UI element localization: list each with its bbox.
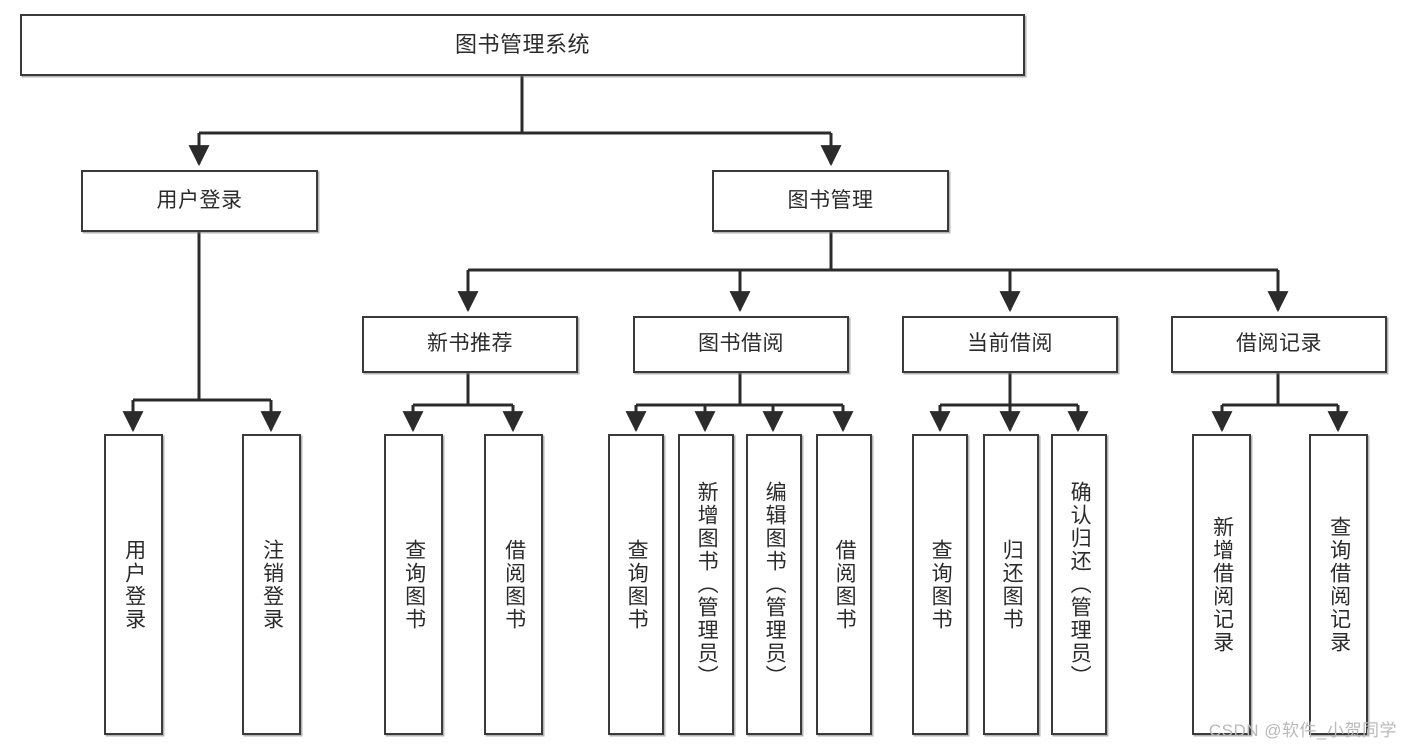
leaf-logout-label: 注销登录 — [260, 538, 284, 631]
leaf-return-book[interactable]: 归还图书 — [983, 434, 1039, 735]
leaf-borrow-book-new[interactable]: 借阅图书 — [484, 434, 543, 735]
node-root-label: 图书管理系统 — [454, 32, 590, 58]
leaf-add-borrow-record-label: 新增借阅记录 — [1210, 515, 1234, 654]
leaf-query-book-new[interactable]: 查询图书 — [384, 434, 443, 735]
leaf-borrow-book-new-label: 借阅图书 — [502, 538, 526, 631]
leaf-query-book-borrow[interactable]: 查询图书 — [608, 434, 664, 735]
leaf-confirm-return-admin-label: 确认归还（管理员） — [1068, 481, 1092, 688]
node-current-borrow-label: 当前借阅 — [967, 332, 1053, 356]
node-book-borrow[interactable]: 图书借阅 — [633, 316, 849, 373]
node-new-book-recommend[interactable]: 新书推荐 — [362, 316, 578, 373]
node-book-borrow-label: 图书借阅 — [698, 332, 784, 356]
leaf-user-login[interactable]: 用户登录 — [104, 434, 163, 735]
node-user-login[interactable]: 用户登录 — [81, 170, 318, 232]
leaf-logout[interactable]: 注销登录 — [242, 434, 301, 735]
node-borrow-record-label: 借阅记录 — [1236, 332, 1322, 356]
leaf-return-book-label: 归还图书 — [1000, 538, 1024, 631]
node-book-manage[interactable]: 图书管理 — [712, 170, 949, 232]
leaf-edit-book-admin-label: 编辑图书（管理员） — [763, 481, 787, 688]
leaf-edit-book-admin[interactable]: 编辑图书（管理员） — [746, 434, 802, 735]
leaf-confirm-return-admin[interactable]: 确认归还（管理员） — [1051, 434, 1107, 735]
leaf-add-book-admin[interactable]: 新增图书（管理员） — [678, 434, 734, 735]
node-current-borrow[interactable]: 当前借阅 — [902, 316, 1118, 373]
node-user-login-label: 用户登录 — [156, 188, 243, 212]
node-root[interactable]: 图书管理系统 — [20, 14, 1025, 76]
leaf-add-book-admin-label: 新增图书（管理员） — [695, 481, 719, 688]
leaf-query-book-new-label: 查询图书 — [402, 538, 426, 631]
leaf-borrow-book[interactable]: 借阅图书 — [816, 434, 872, 735]
leaf-query-book-current[interactable]: 查询图书 — [912, 434, 968, 735]
leaf-query-borrow-record[interactable]: 查询借阅记录 — [1309, 434, 1368, 735]
node-borrow-record[interactable]: 借阅记录 — [1171, 316, 1387, 373]
leaf-borrow-book-label: 借阅图书 — [833, 538, 857, 631]
leaf-query-book-current-label: 查询图书 — [929, 538, 953, 631]
leaf-query-borrow-record-label: 查询借阅记录 — [1327, 515, 1351, 654]
leaf-user-login-label: 用户登录 — [122, 538, 146, 631]
watermark: CSDN @软件_小贺同学 — [1208, 721, 1397, 740]
leaf-query-book-borrow-label: 查询图书 — [625, 538, 649, 631]
node-new-book-recommend-label: 新书推荐 — [427, 332, 513, 356]
leaf-add-borrow-record[interactable]: 新增借阅记录 — [1192, 434, 1251, 735]
node-book-manage-label: 图书管理 — [787, 188, 874, 212]
